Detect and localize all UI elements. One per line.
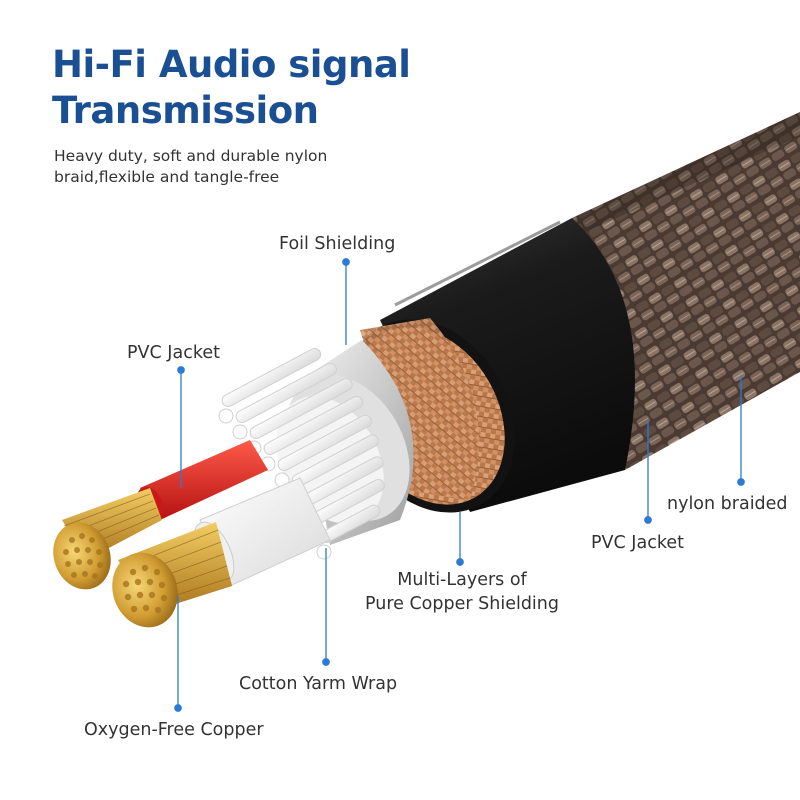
page-title: Hi-Fi Audio signal Transmission bbox=[52, 42, 411, 134]
subtitle-line-1: Heavy duty, soft and durable nylon bbox=[54, 147, 328, 165]
label-foil-shielding: Foil Shielding bbox=[279, 234, 396, 254]
label-pvc-jacket-outer: PVC Jacket bbox=[591, 533, 684, 553]
label-oxygen-free-copper: Oxygen-Free Copper bbox=[84, 720, 264, 740]
title-line-2: Transmission bbox=[52, 89, 319, 132]
copper-strands-upper bbox=[53, 488, 162, 590]
page-subtitle: Heavy duty, soft and durable nylon braid… bbox=[54, 146, 354, 188]
label-copper-shielding-line-2: Pure Copper Shielding bbox=[364, 594, 559, 614]
label-nylon-braided: nylon braided bbox=[667, 494, 788, 514]
title-line-1: Hi-Fi Audio signal bbox=[52, 43, 411, 86]
cotton-yarn-bundle bbox=[218, 347, 385, 560]
label-copper-shielding-line-1: Multi-Layers of bbox=[397, 570, 527, 590]
label-copper-shielding: Multi-Layers of Pure Copper Shielding bbox=[352, 568, 572, 616]
subtitle-line-2: braid,flexible and tangle-free bbox=[54, 168, 280, 186]
leader-lines bbox=[174, 258, 745, 712]
label-cotton-wrap: Cotton Yarm Wrap bbox=[239, 674, 398, 694]
copper-strands-lower bbox=[112, 522, 232, 628]
label-pvc-jacket-inner: PVC Jacket bbox=[127, 343, 220, 363]
